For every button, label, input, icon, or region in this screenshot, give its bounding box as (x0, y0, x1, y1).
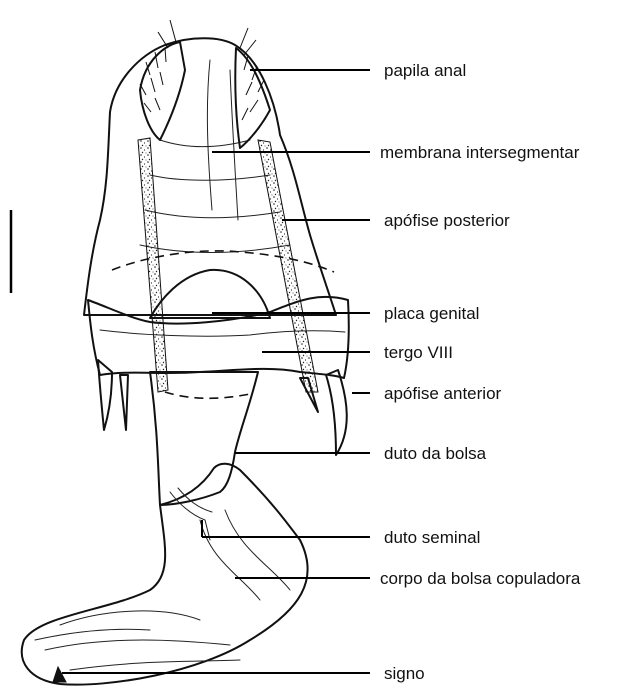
label-apofise-anterior: apófise anterior (384, 384, 502, 403)
label-apofise-posterior: apófise posterior (384, 211, 510, 230)
apophysis-anterior-right (326, 370, 347, 455)
label-papila-anal: papila anal (384, 61, 466, 80)
label-duto-da-bolsa: duto da bolsa (384, 444, 487, 463)
bristles (140, 20, 264, 120)
apophysis-posterior-right (258, 140, 318, 392)
label-signo: signo (384, 664, 425, 683)
label-tergo-viii: tergo VIII (384, 343, 453, 362)
papilla-analis (140, 42, 185, 140)
signum (53, 667, 66, 682)
apophysis-posterior-left (138, 138, 168, 392)
label-membrana-intersegmentar: membrana intersegmentar (380, 143, 580, 162)
corpus-bursae (22, 464, 308, 685)
label-placa-genital: placa genital (384, 304, 479, 323)
genital-plate (150, 270, 270, 318)
label-duto-seminal: duto seminal (384, 528, 480, 547)
apophysis-anterior-left (98, 360, 112, 430)
label-corpo-da-bolsa-copuladora: corpo da bolsa copuladora (380, 569, 581, 588)
